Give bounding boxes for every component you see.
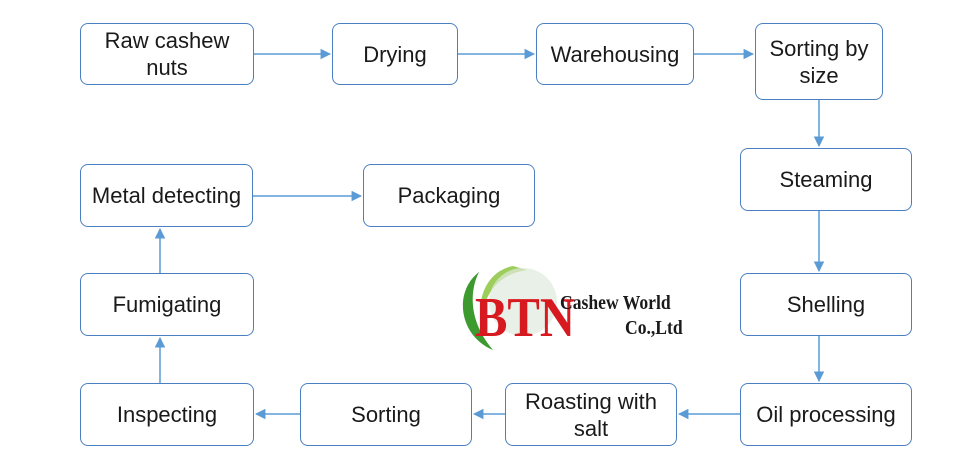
step-label: Raw cashew nuts — [104, 28, 230, 80]
logo-mark-text: BTN — [475, 287, 575, 349]
step-inspecting: Inspecting — [80, 383, 254, 446]
step-warehousing: Warehousing — [536, 23, 694, 85]
step-sorting: Sorting — [300, 383, 472, 446]
step-label: Packaging — [397, 183, 501, 208]
logo-company-suffix: Co.,Ltd — [625, 317, 683, 339]
step-steaming: Steaming — [740, 148, 912, 211]
btn-logo-mark: BTN — [462, 266, 575, 350]
step-sorting-by-size: Sorting by size — [755, 23, 883, 100]
step-label: Sorting — [351, 402, 421, 427]
step-label: Inspecting — [116, 402, 218, 427]
step-label: Oil processing — [756, 402, 896, 427]
step-packaging: Packaging — [363, 164, 535, 227]
step-label: Shelling — [786, 292, 866, 317]
step-label: Steaming — [779, 167, 873, 192]
step-label: Warehousing — [550, 41, 680, 67]
step-raw-cashew-nuts: Raw cashew nuts — [80, 23, 254, 85]
step-drying: Drying — [332, 23, 458, 85]
step-oil-processing: Oil processing — [740, 383, 912, 446]
step-shelling: Shelling — [740, 273, 912, 336]
step-label: Sorting by size — [769, 35, 869, 88]
logo-company-name: Cashew World — [560, 292, 671, 314]
step-label: Metal detecting — [91, 183, 242, 208]
step-roasting-with-salt: Roasting with salt — [505, 383, 677, 446]
step-label: Drying — [363, 41, 427, 67]
step-label: Fumigating — [112, 292, 222, 317]
step-fumigating: Fumigating — [80, 273, 254, 336]
step-label: Roasting with salt — [524, 388, 658, 441]
step-metal-detecting: Metal detecting — [80, 164, 253, 227]
company-logo: BTN Cashew World Co.,Ltd — [455, 262, 715, 352]
